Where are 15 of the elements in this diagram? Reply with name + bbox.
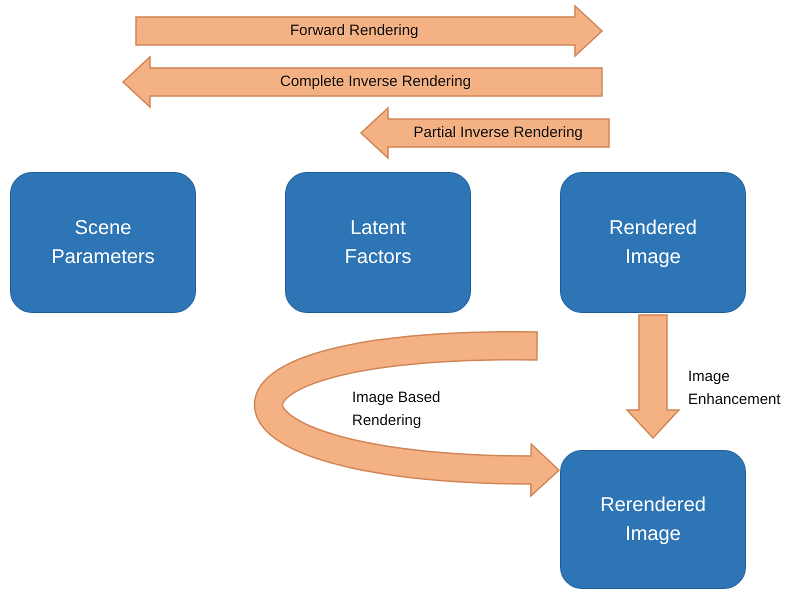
box-label: Latent Factors [344,216,412,270]
edge-label: Image Based Rendering [352,388,442,431]
edge-label: Image Enhancement [688,367,782,410]
process-box [10,172,196,313]
process-box [285,172,471,313]
block-arrow [625,314,681,440]
arrow-label: Forward Rendering [290,21,418,41]
box-label: Rerendered Image [599,492,707,546]
arrow-label: Partial Inverse Rendering [414,123,583,143]
process-box [560,172,746,313]
arrow-label: Complete Inverse Rendering [280,72,471,92]
block-arrow [254,331,560,498]
process-box [560,450,746,589]
box-label: Rendered Image [608,216,698,270]
box-label: Scene Parameters [50,216,156,270]
